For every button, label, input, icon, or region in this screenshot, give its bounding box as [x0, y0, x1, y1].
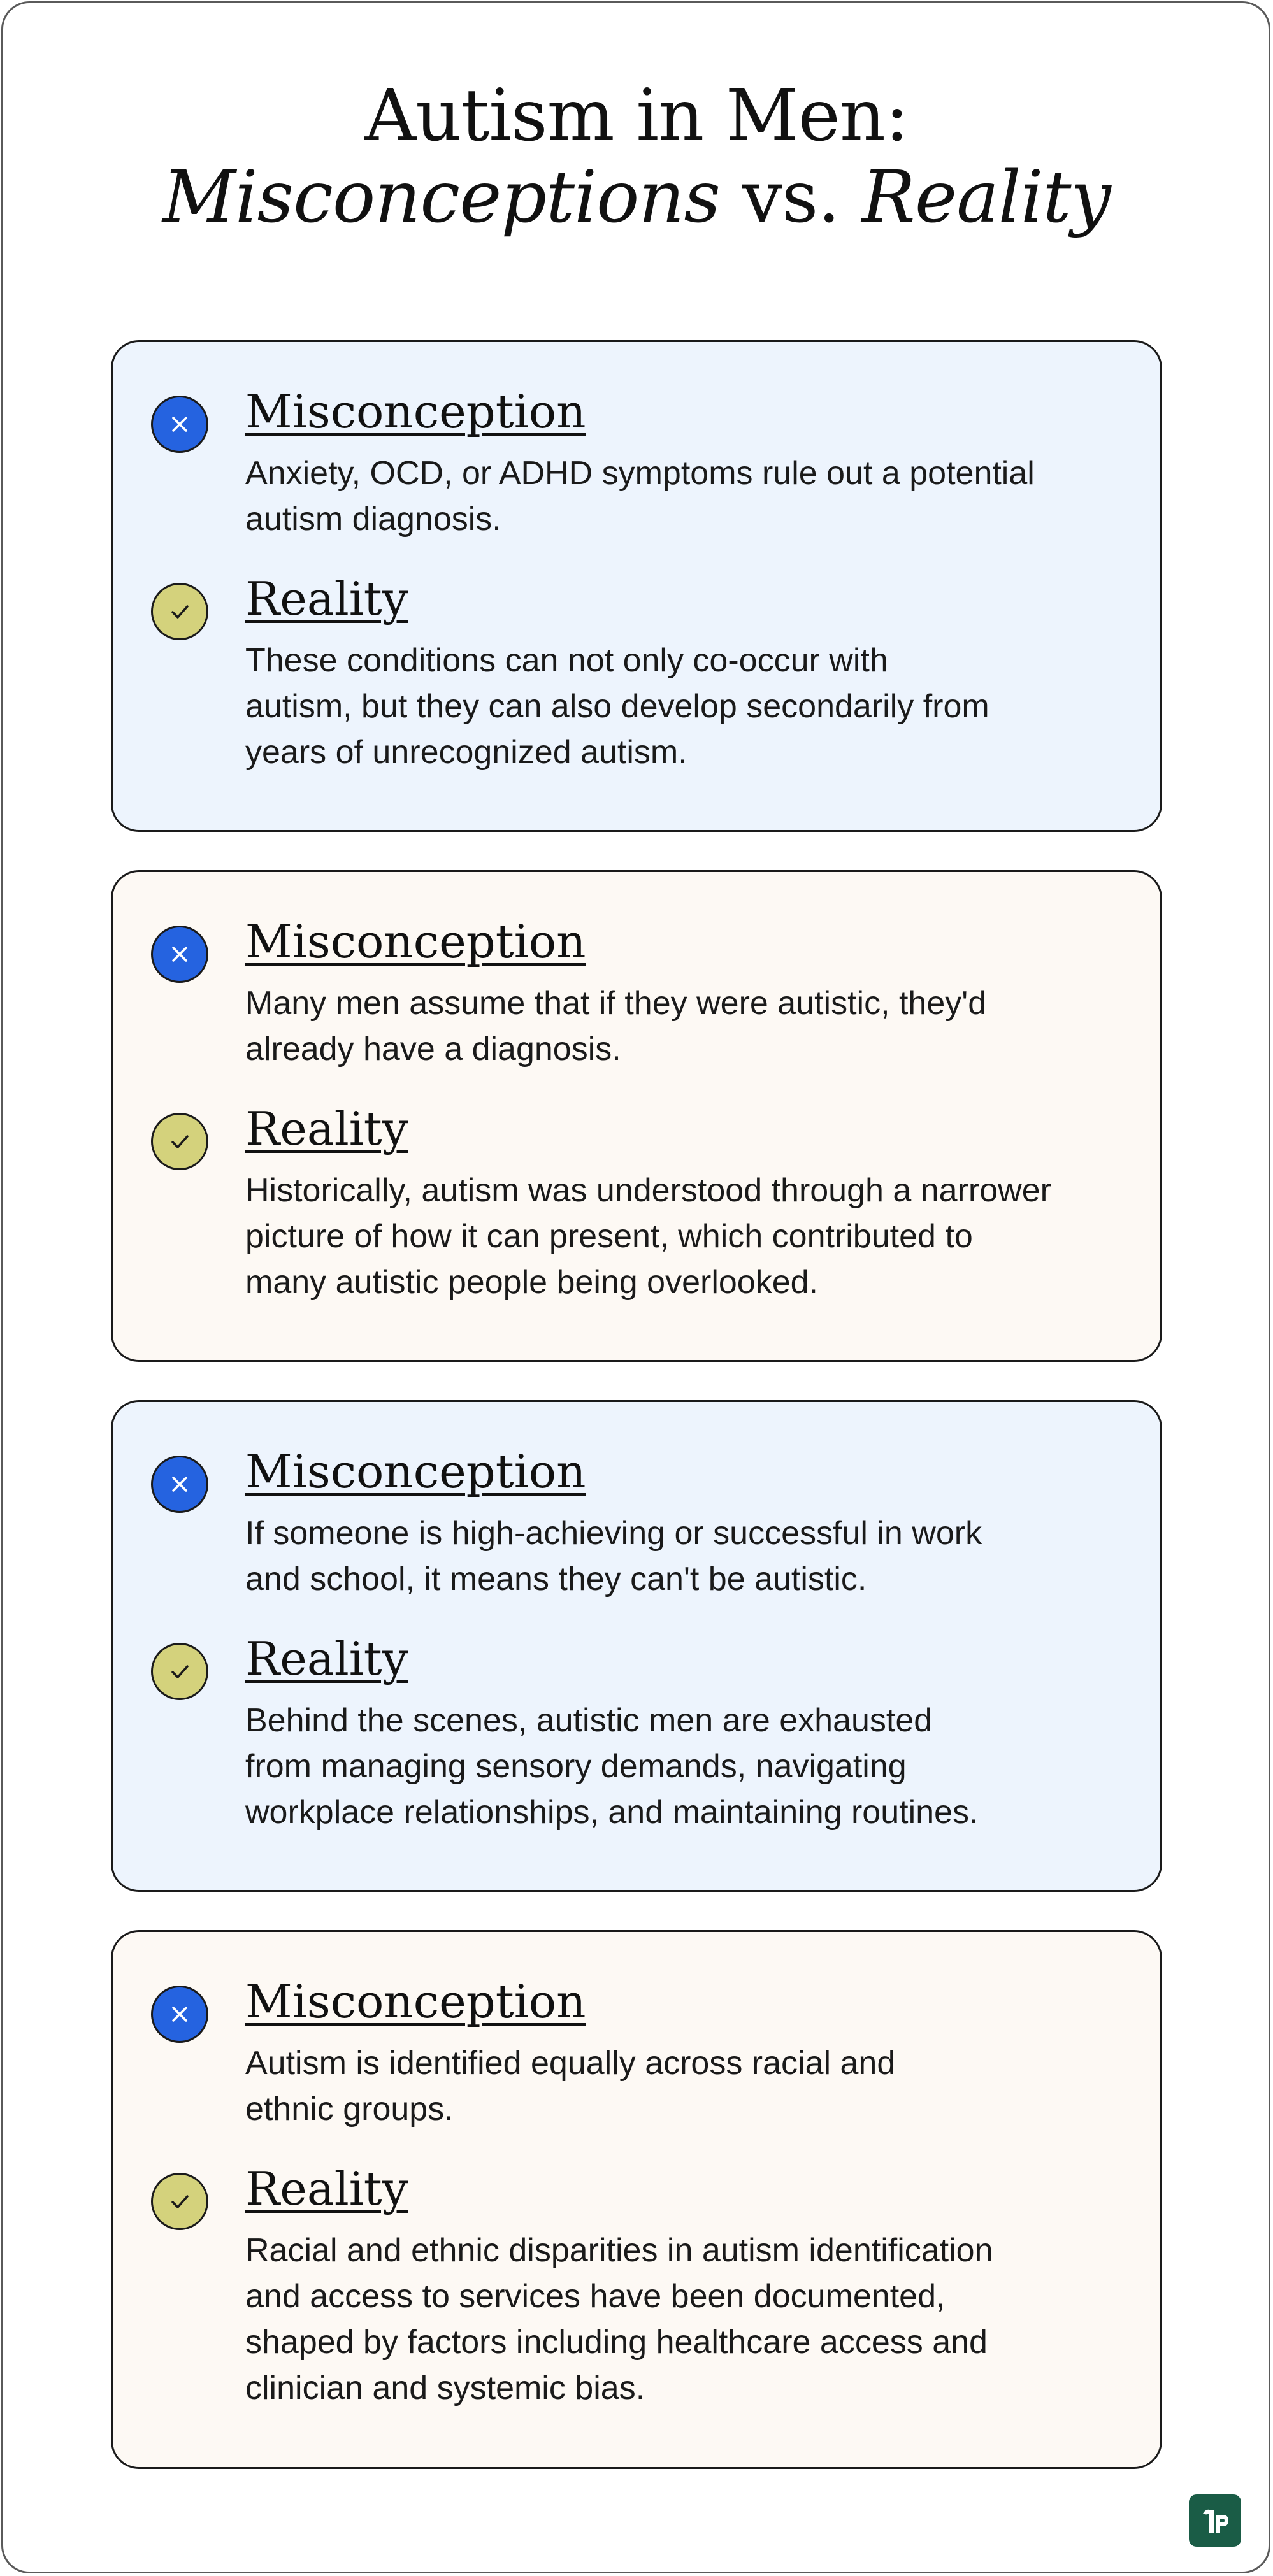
title-vs: vs.	[719, 156, 862, 239]
misconception-text: Autism is identified equally across raci…	[245, 2040, 1125, 2132]
misconception-card-2: Misconception Many men assume that if th…	[111, 870, 1162, 1362]
reality-heading: Reality	[245, 1102, 408, 1156]
misconception-heading: Misconception	[245, 915, 586, 968]
brand-logo-icon	[1189, 2494, 1241, 2547]
text-line: Racial and ethnic disparities in autism …	[245, 2232, 993, 2269]
text-line: many autistic people being overlooked.	[245, 1264, 819, 1301]
check-icon	[151, 2173, 208, 2230]
text-line: Anxiety, OCD, or ADHD symptoms rule out …	[245, 455, 1035, 492]
misconception-text: Anxiety, OCD, or ADHD symptoms rule out …	[245, 450, 1125, 542]
title-reality: Reality	[861, 156, 1111, 239]
text-line: autism diagnosis.	[245, 501, 501, 538]
text-line: and school, it means they can't be autis…	[245, 1561, 867, 1598]
text-line: and access to services have been documen…	[245, 2278, 946, 2315]
check-icon	[151, 1113, 208, 1170]
misconception-card-4: Misconception Autism is identified equal…	[111, 1930, 1162, 2469]
text-line: If someone is high-achieving or successf…	[245, 1515, 982, 1552]
text-line: Historically, autism was understood thro…	[245, 1172, 1051, 1209]
reality-text: Historically, autism was understood thro…	[245, 1168, 1125, 1305]
close-icon	[151, 1456, 208, 1513]
reality-text: Racial and ethnic disparities in autism …	[245, 2228, 1125, 2411]
check-icon	[151, 583, 208, 640]
text-line: workplace relationships, and maintaining…	[245, 1794, 979, 1831]
text-line: picture of how it can present, which con…	[245, 1218, 973, 1255]
title-line-2: Misconceptions vs. Reality	[0, 157, 1273, 238]
close-icon	[151, 396, 208, 453]
title-line-1: Autism in Men:	[364, 75, 909, 157]
reality-text: These conditions can not only co-occur w…	[245, 638, 1125, 775]
reality-heading: Reality	[245, 2162, 408, 2215]
text-line: from managing sensory demands, navigatin…	[245, 1748, 907, 1785]
misconception-heading: Misconception	[245, 385, 586, 438]
reality-heading: Reality	[245, 572, 408, 626]
check-icon	[151, 1643, 208, 1700]
page-title: Autism in Men: Misconceptions vs. Realit…	[0, 75, 1273, 238]
close-icon	[151, 1986, 208, 2043]
text-line: Behind the scenes, autistic men are exha…	[245, 1702, 933, 1739]
text-line: clinician and systemic bias.	[245, 2370, 645, 2407]
misconception-card-3: Misconception If someone is high-achievi…	[111, 1400, 1162, 1892]
misconception-text: Many men assume that if they were autist…	[245, 980, 1125, 1072]
misconception-heading: Misconception	[245, 1975, 586, 2028]
text-line: years of unrecognized autism.	[245, 734, 687, 771]
misconception-text: If someone is high-achieving or successf…	[245, 1510, 1125, 1602]
title-misconceptions: Misconceptions	[162, 156, 721, 239]
misconception-card-1: Misconception Anxiety, OCD, or ADHD symp…	[111, 340, 1162, 832]
close-icon	[151, 926, 208, 983]
text-line: shaped by factors including healthcare a…	[245, 2324, 988, 2361]
text-line: ethnic groups.	[245, 2091, 454, 2128]
text-line: autism, but they can also develop second…	[245, 688, 989, 725]
reality-heading: Reality	[245, 1632, 408, 1685]
text-line: Many men assume that if they were autist…	[245, 985, 987, 1022]
misconception-heading: Misconception	[245, 1445, 586, 1498]
text-line: already have a diagnosis.	[245, 1031, 621, 1068]
reality-text: Behind the scenes, autistic men are exha…	[245, 1698, 1125, 1835]
text-line: Autism is identified equally across raci…	[245, 2045, 896, 2082]
text-line: These conditions can not only co-occur w…	[245, 642, 888, 679]
